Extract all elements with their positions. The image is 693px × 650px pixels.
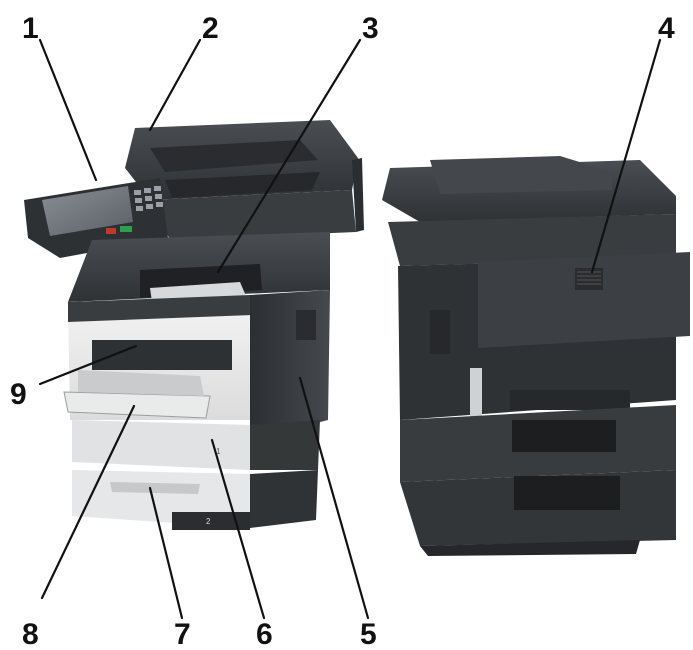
- callout-4: 4: [658, 12, 675, 45]
- adf-output-tray: [165, 172, 320, 198]
- multipurpose-feeder-base: [78, 370, 204, 396]
- rear-tray-1-slot: [512, 420, 616, 452]
- leader-line-9: [38, 344, 138, 386]
- callout-1: 1: [22, 12, 39, 45]
- tray-number-1: 1: [216, 447, 221, 456]
- tray-number-2: 2: [206, 517, 211, 526]
- rear-ports: [470, 368, 482, 424]
- leader-line-5: [298, 376, 370, 620]
- control-panel-screen: [42, 186, 133, 236]
- leader-line-6: [210, 438, 266, 620]
- multipurpose-feeder: [63, 391, 211, 419]
- rear-tray-2-slot: [514, 476, 620, 510]
- rear-base: [420, 540, 640, 556]
- rear-printer: [382, 156, 690, 556]
- side-vent: [296, 310, 316, 340]
- leader-line-4: [590, 38, 662, 274]
- leader-line-1: [38, 38, 98, 182]
- front-printer: 1 2: [24, 120, 364, 530]
- tray-base: [172, 512, 250, 530]
- rear-door-bottom: [510, 390, 630, 410]
- front-cover-top-dark: [68, 295, 252, 322]
- rear-upper-body: [388, 214, 676, 266]
- keypad: [106, 186, 163, 234]
- callout-9: 9: [10, 378, 27, 411]
- scanner-side: [352, 158, 364, 232]
- leader-line-2: [148, 38, 202, 132]
- leader-line-3: [216, 38, 362, 274]
- printer-right-side: [250, 290, 330, 440]
- rear-door-raised: [478, 252, 690, 348]
- leader-line-8: [40, 404, 136, 600]
- optional-tray-handle: [110, 482, 200, 494]
- callout-6: 6: [256, 618, 273, 650]
- callout-2: 2: [202, 12, 219, 45]
- optional-tray-side: [250, 470, 318, 528]
- leader-lines: [38, 38, 662, 620]
- callout-numbers: 1 2 3 4 5 6 7 8 9: [10, 12, 675, 650]
- adf-input-tray: [150, 140, 318, 172]
- callout-5: 5: [360, 618, 377, 650]
- printer-upper-body: [68, 232, 330, 302]
- callout-8: 8: [22, 618, 39, 650]
- rear-adf-lid: [430, 156, 612, 194]
- standard-tray-front: [72, 420, 250, 470]
- callout-3: 3: [362, 12, 379, 45]
- rear-vent-grille: [575, 268, 603, 290]
- callout-7: 7: [174, 618, 191, 650]
- leader-line-7: [148, 486, 184, 620]
- rear-left-vent: [430, 310, 450, 354]
- standard-tray-side: [250, 420, 320, 470]
